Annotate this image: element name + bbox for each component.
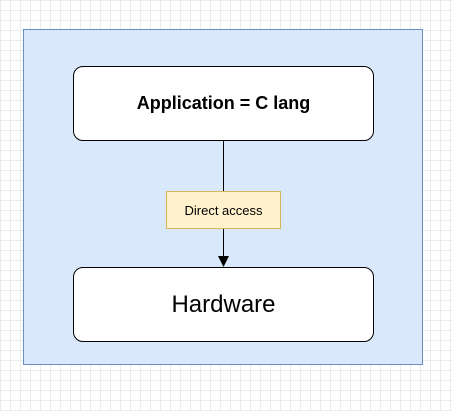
hardware-node[interactable]: Hardware bbox=[73, 267, 374, 342]
application-node-label: Application = C lang bbox=[136, 93, 311, 113]
direct-access-label[interactable]: Direct access bbox=[166, 191, 281, 229]
direct-access-label-text: Direct access bbox=[184, 202, 263, 218]
application-node[interactable]: Application = C lang bbox=[73, 66, 374, 141]
hardware-node-label: Hardware bbox=[171, 290, 276, 318]
